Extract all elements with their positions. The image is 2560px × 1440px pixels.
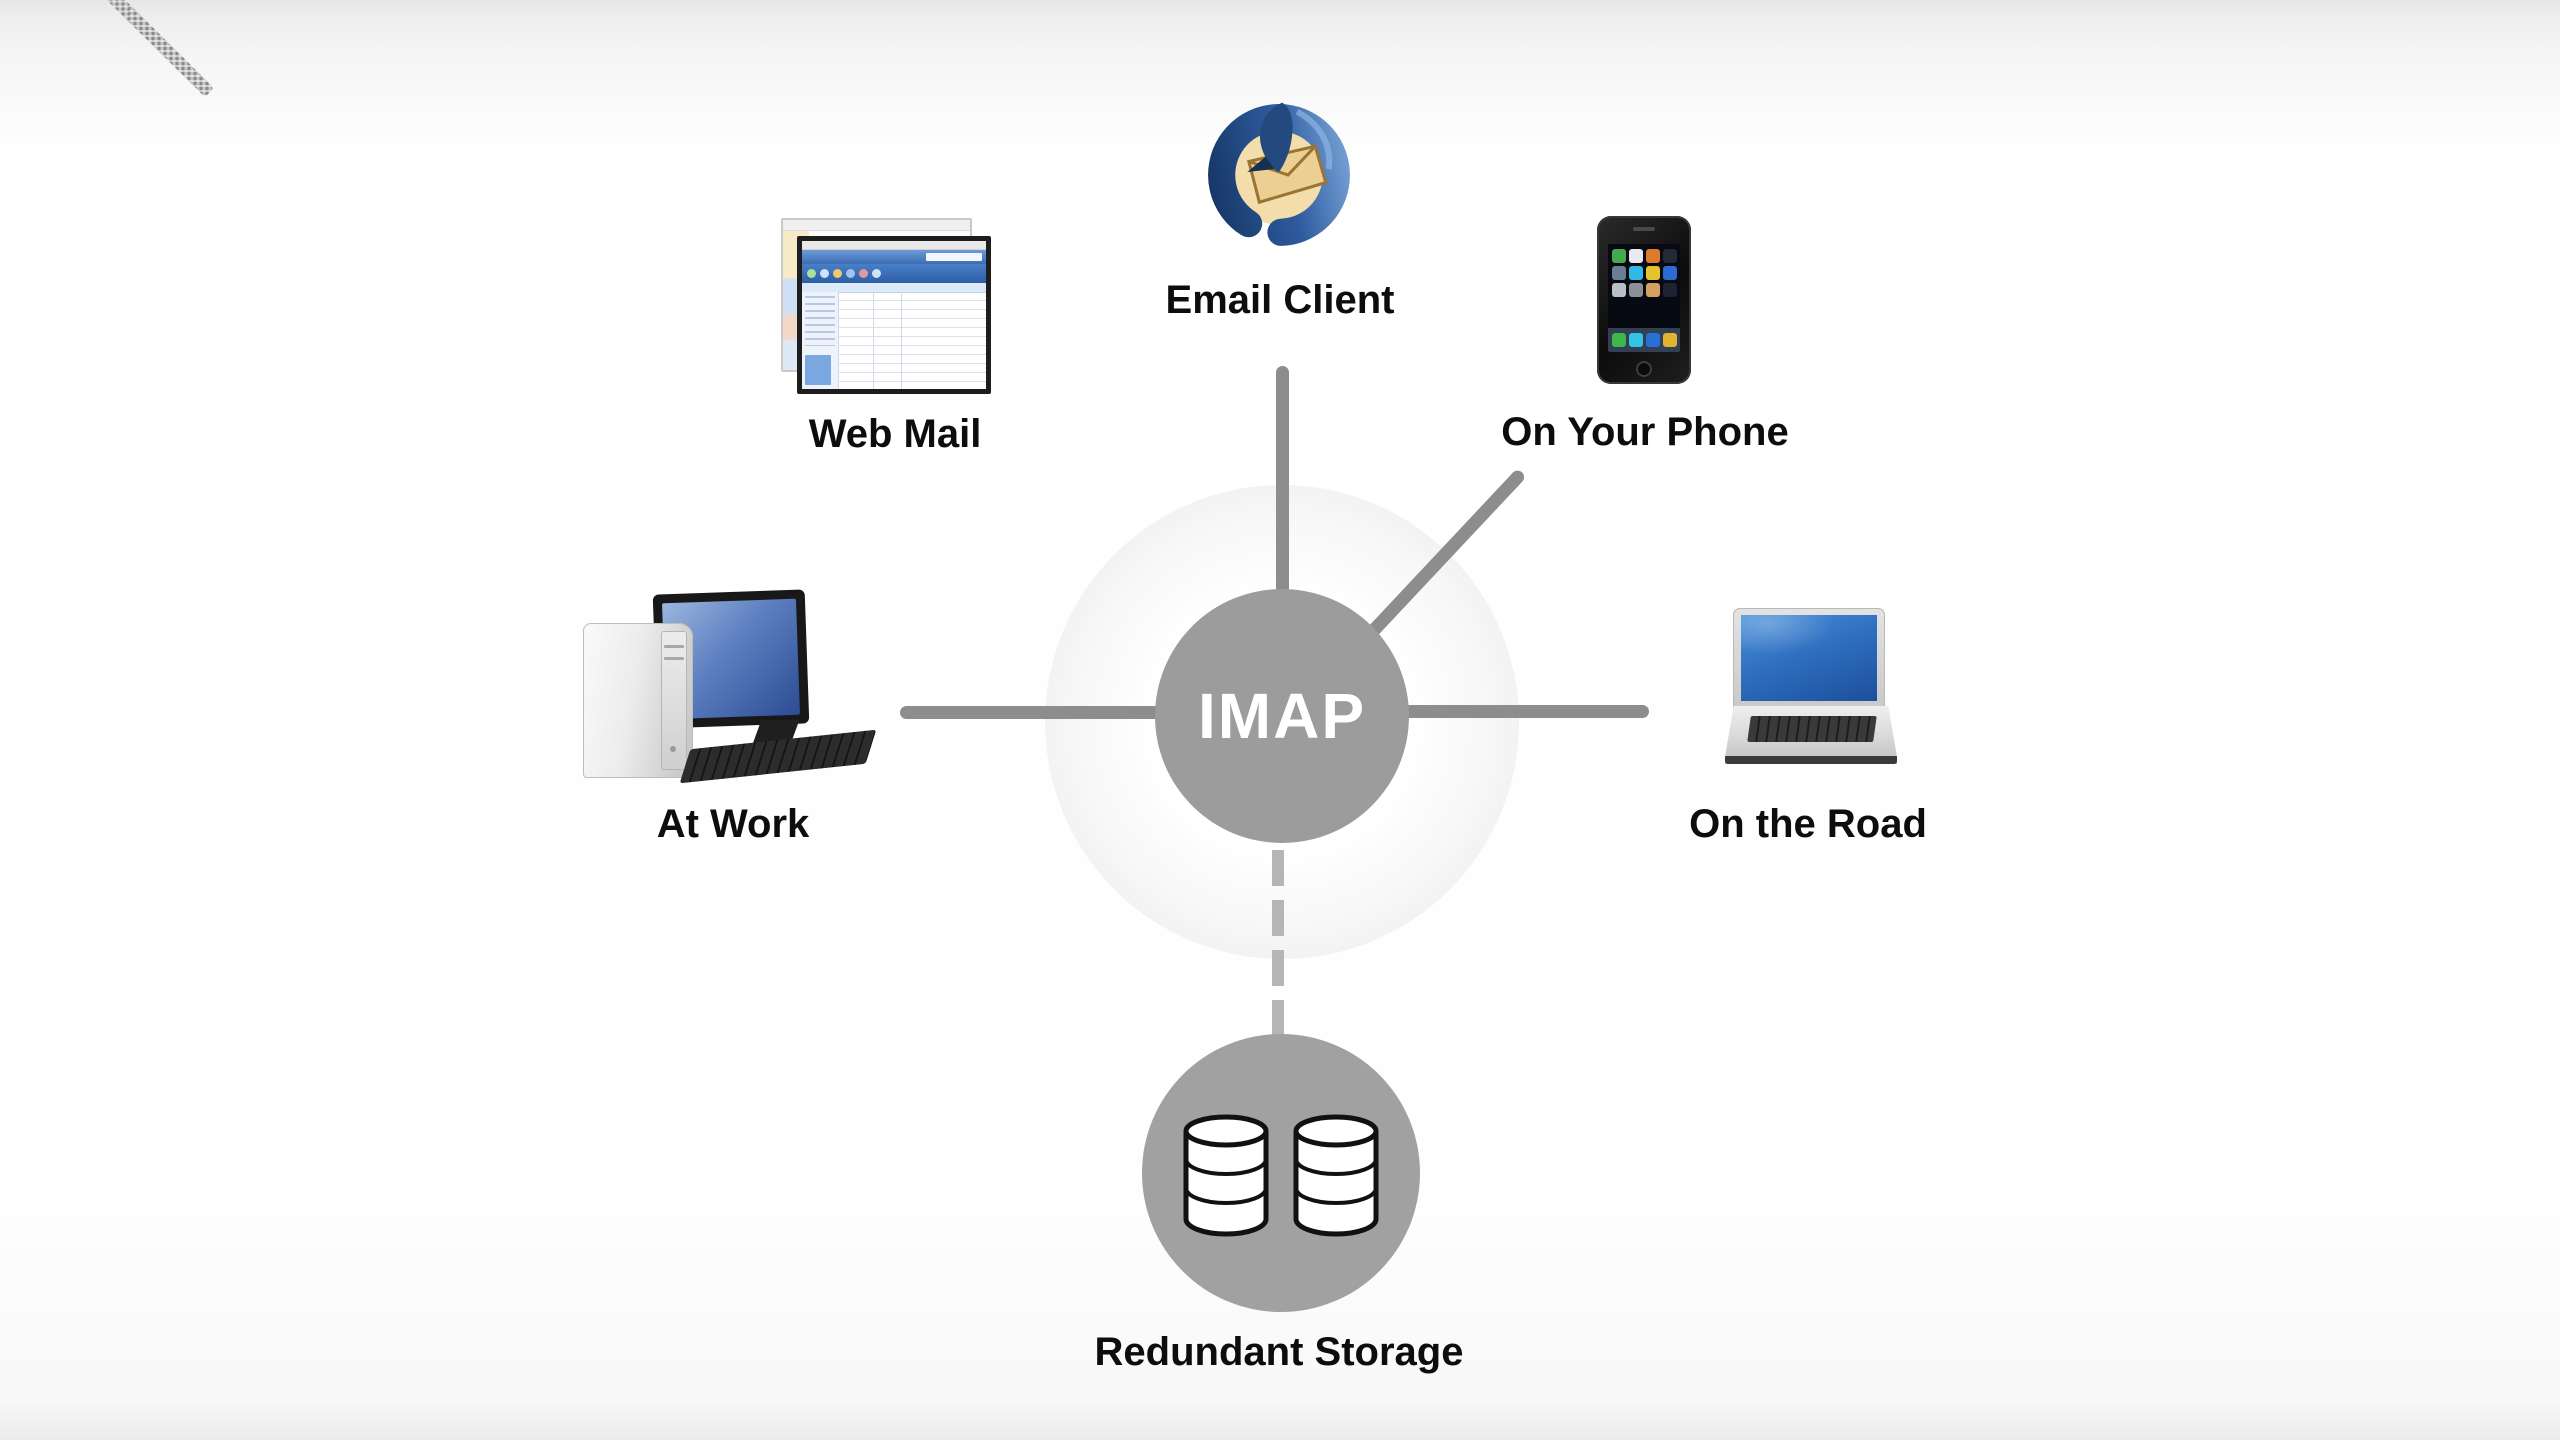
thunderbird-icon	[1208, 102, 1350, 246]
laptop-base	[1725, 706, 1897, 764]
phone-home-button	[1636, 361, 1652, 377]
on-the-road-label: On the Road	[1689, 802, 1927, 846]
at-work-label: At Work	[656, 802, 810, 846]
desktop-computer-icon	[575, 589, 880, 785]
smartphone-icon	[1597, 216, 1691, 384]
web-mail-label: Web Mail	[808, 412, 982, 456]
computer-tower	[583, 623, 693, 778]
imap-hub: IMAP	[1155, 589, 1409, 843]
redundant-storage-label: Redundant Storage	[1094, 1330, 1464, 1374]
phone-screen	[1608, 244, 1680, 352]
redundant-storage-circle	[1142, 1034, 1420, 1312]
phone-speaker	[1633, 227, 1655, 231]
imap-hub-label: IMAP	[1198, 680, 1366, 752]
on-your-phone-label: On Your Phone	[1501, 410, 1789, 454]
database-cylinder-icon	[1293, 1114, 1379, 1237]
laptop-lid	[1733, 608, 1885, 708]
connector-at-work	[900, 706, 1162, 719]
email-client-label: Email Client	[1165, 278, 1395, 322]
connector-redundant-storage	[1272, 850, 1284, 1040]
browser-windows-icon	[770, 212, 991, 394]
laptop-icon	[1725, 608, 1901, 770]
connector-web-mail	[30, 0, 215, 98]
database-cylinder-icon	[1183, 1114, 1269, 1237]
front-browser-window	[797, 236, 991, 394]
connector-email-client	[1276, 366, 1289, 594]
connector-on-the-road	[1402, 705, 1649, 718]
